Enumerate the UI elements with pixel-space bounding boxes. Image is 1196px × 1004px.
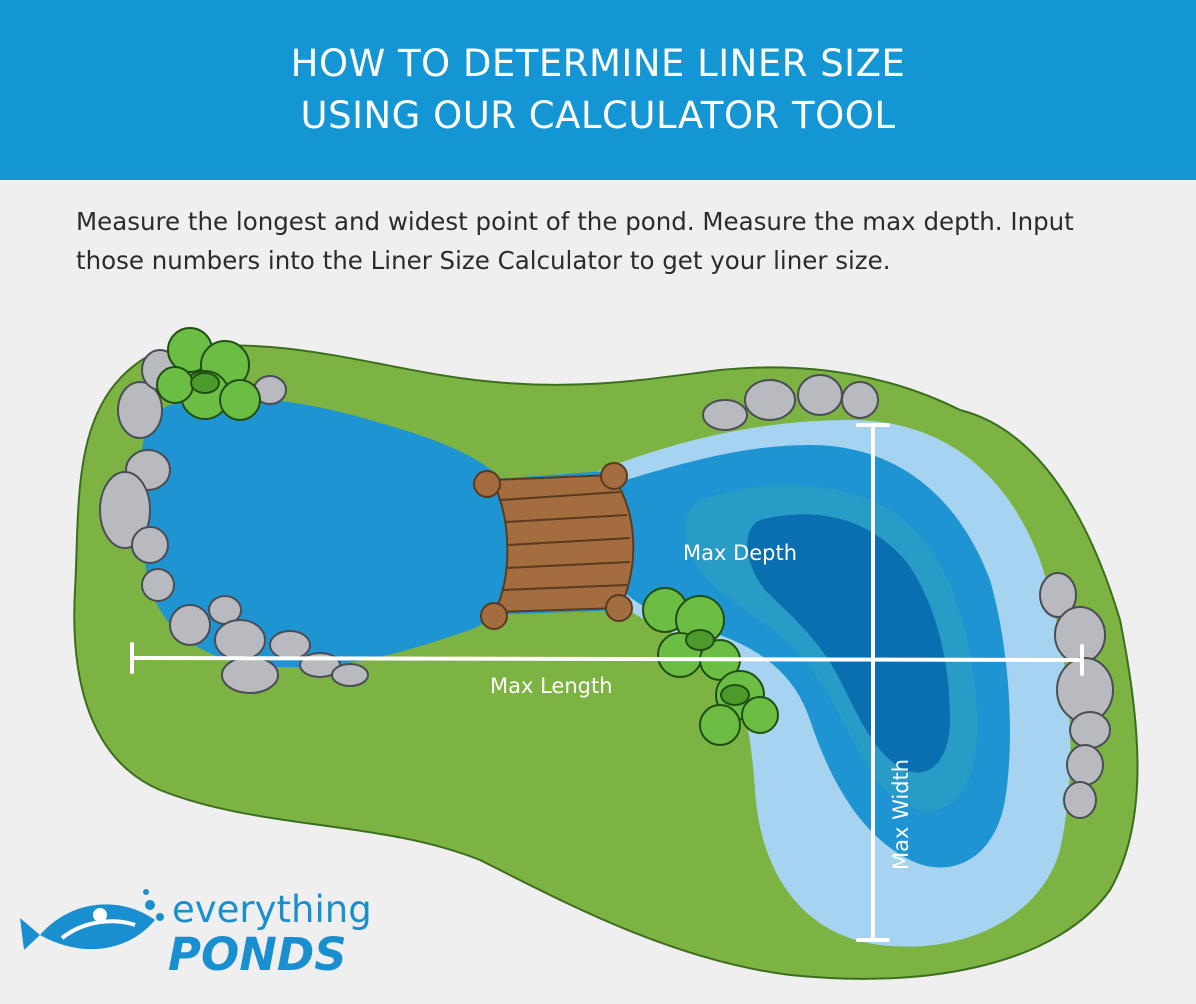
fish-icon: [20, 889, 164, 950]
plant-middle: [642, 587, 779, 746]
right-pond-deepest: [747, 514, 950, 773]
logo-text-top: everything: [172, 888, 372, 931]
title-line-1: HOW TO DETERMINE LINER SIZE: [290, 42, 906, 85]
max-depth-label: Max Depth: [683, 541, 797, 565]
header-banner: HOW TO DETERMINE LINER SIZE USING OUR CA…: [0, 0, 1196, 180]
max-width-label: Max Width: [889, 759, 913, 870]
max-length-line: [130, 642, 1084, 676]
title-line-2: USING OUR CALCULATOR TOOL: [300, 94, 896, 137]
logo-text-bottom: PONDS: [168, 928, 347, 981]
plant-top-left: [156, 327, 261, 421]
wooden-bridge: [473, 462, 635, 630]
everything-ponds-logo: everything PONDS: [20, 888, 372, 981]
instructions-text: Measure the longest and widest point of …: [76, 207, 1074, 275]
max-width-line: [856, 423, 890, 942]
max-length-label: Max Length: [490, 674, 613, 698]
